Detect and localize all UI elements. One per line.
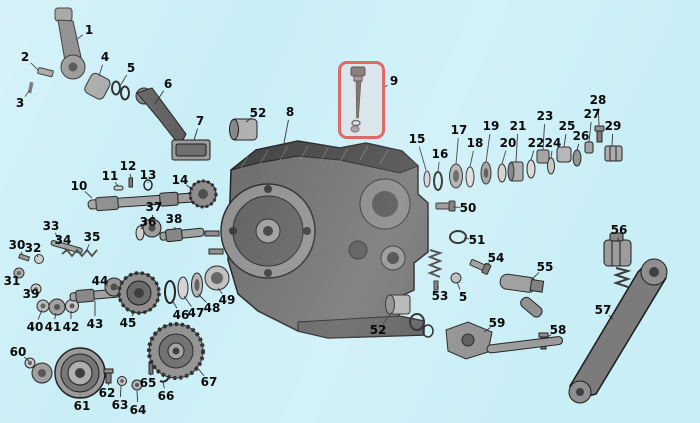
part-label-34: 34 <box>54 233 72 247</box>
crankcase-housing-part <box>204 140 429 339</box>
part-label-30: 30 <box>8 238 26 252</box>
part-label-56: 56 <box>610 223 628 237</box>
part-label-31: 31 <box>3 274 21 288</box>
part-label-24: 24 <box>544 136 562 150</box>
part-label-60: 60 <box>9 345 27 359</box>
part-label-22: 22 <box>527 136 545 150</box>
part-label-57: 57 <box>594 303 612 317</box>
part-label-42: 42 <box>62 320 80 334</box>
part-label-51: 51 <box>468 233 486 247</box>
part-label-64: 64 <box>129 403 147 417</box>
part-label-2: 2 <box>20 50 30 64</box>
small-fastener-parts <box>13 253 79 316</box>
part-label-10: 10 <box>70 179 88 193</box>
countershaft-gear-parts <box>69 265 230 315</box>
part-label-25: 25 <box>558 119 576 133</box>
part-label-11: 11 <box>101 169 119 183</box>
part-label-65: 65 <box>139 376 157 390</box>
part-label-46: 46 <box>172 308 190 322</box>
part-label-16: 16 <box>431 147 449 161</box>
part-label-4: 4 <box>100 50 110 64</box>
highlight-box <box>338 61 385 139</box>
part-label-12: 12 <box>119 159 137 173</box>
bearing-ring-chain-parts <box>423 125 623 191</box>
part-label-26: 26 <box>572 129 590 143</box>
part-label-52: 52 <box>369 323 387 337</box>
part-label-6: 6 <box>163 77 173 91</box>
oring-pair-part <box>111 80 130 101</box>
part-label-62: 62 <box>98 386 116 400</box>
main-shaft-part <box>87 177 218 212</box>
leader-lines-layer <box>16 34 619 403</box>
part-label-67: 67 <box>200 375 218 389</box>
part-label-58: 58 <box>549 323 567 337</box>
part-label-52: 52 <box>249 106 267 120</box>
part-label-49: 49 <box>218 293 236 307</box>
part-label-41: 41 <box>44 320 62 334</box>
part-label-54: 54 <box>487 251 505 265</box>
part-label-27: 27 <box>583 107 601 121</box>
part-label-43: 43 <box>86 317 104 331</box>
part-label-45: 45 <box>119 316 137 330</box>
shift-shaft-parts <box>50 218 205 258</box>
part-label-3: 3 <box>15 96 25 110</box>
part-label-44: 44 <box>91 274 109 288</box>
part-label-39: 39 <box>22 287 40 301</box>
part-label-63: 63 <box>111 398 129 412</box>
kickstart-crank-part <box>27 7 86 94</box>
part-label-13: 13 <box>139 168 157 182</box>
part-label-7: 7 <box>195 114 205 128</box>
part-label-61: 61 <box>73 399 91 413</box>
part-label-36: 36 <box>139 215 157 229</box>
highlighted-bolt-part <box>350 66 366 133</box>
part-label-53: 53 <box>431 289 449 303</box>
part-label-48: 48 <box>203 301 221 315</box>
part-label-19: 19 <box>482 119 500 133</box>
part-label-28: 28 <box>589 93 607 107</box>
part-label-18: 18 <box>466 136 484 150</box>
part-label-40: 40 <box>26 320 44 334</box>
part-label-47: 47 <box>187 306 205 320</box>
part-label-35: 35 <box>83 230 101 244</box>
part-label-38: 38 <box>165 212 183 226</box>
part-label-20: 20 <box>499 136 517 150</box>
lower-right-hardware-parts <box>385 200 632 360</box>
part-label-5: 5 <box>458 290 468 304</box>
part-label-23: 23 <box>536 109 554 123</box>
part-label-66: 66 <box>157 389 175 403</box>
part-label-5: 5 <box>126 61 136 75</box>
kick-pedal-lever-part <box>486 258 668 404</box>
part-label-15: 15 <box>408 132 426 146</box>
spacer-sleeve-part <box>229 118 258 141</box>
part-label-14: 14 <box>171 173 189 187</box>
part-label-29: 29 <box>604 119 622 133</box>
bushing-part <box>84 72 111 100</box>
kick-lever-part <box>135 87 211 161</box>
part-label-21: 21 <box>509 119 527 133</box>
part-label-17: 17 <box>450 123 468 137</box>
part-label-9: 9 <box>389 74 399 88</box>
part-label-50: 50 <box>459 201 477 215</box>
part-label-55: 55 <box>536 260 554 274</box>
part-label-37: 37 <box>145 200 163 214</box>
part-label-33: 33 <box>42 219 60 233</box>
clutch-sprocket-parts <box>24 322 205 399</box>
part-label-59: 59 <box>488 316 506 330</box>
part-label-1: 1 <box>84 23 94 37</box>
part-label-32: 32 <box>24 241 42 255</box>
part-label-8: 8 <box>285 105 295 119</box>
